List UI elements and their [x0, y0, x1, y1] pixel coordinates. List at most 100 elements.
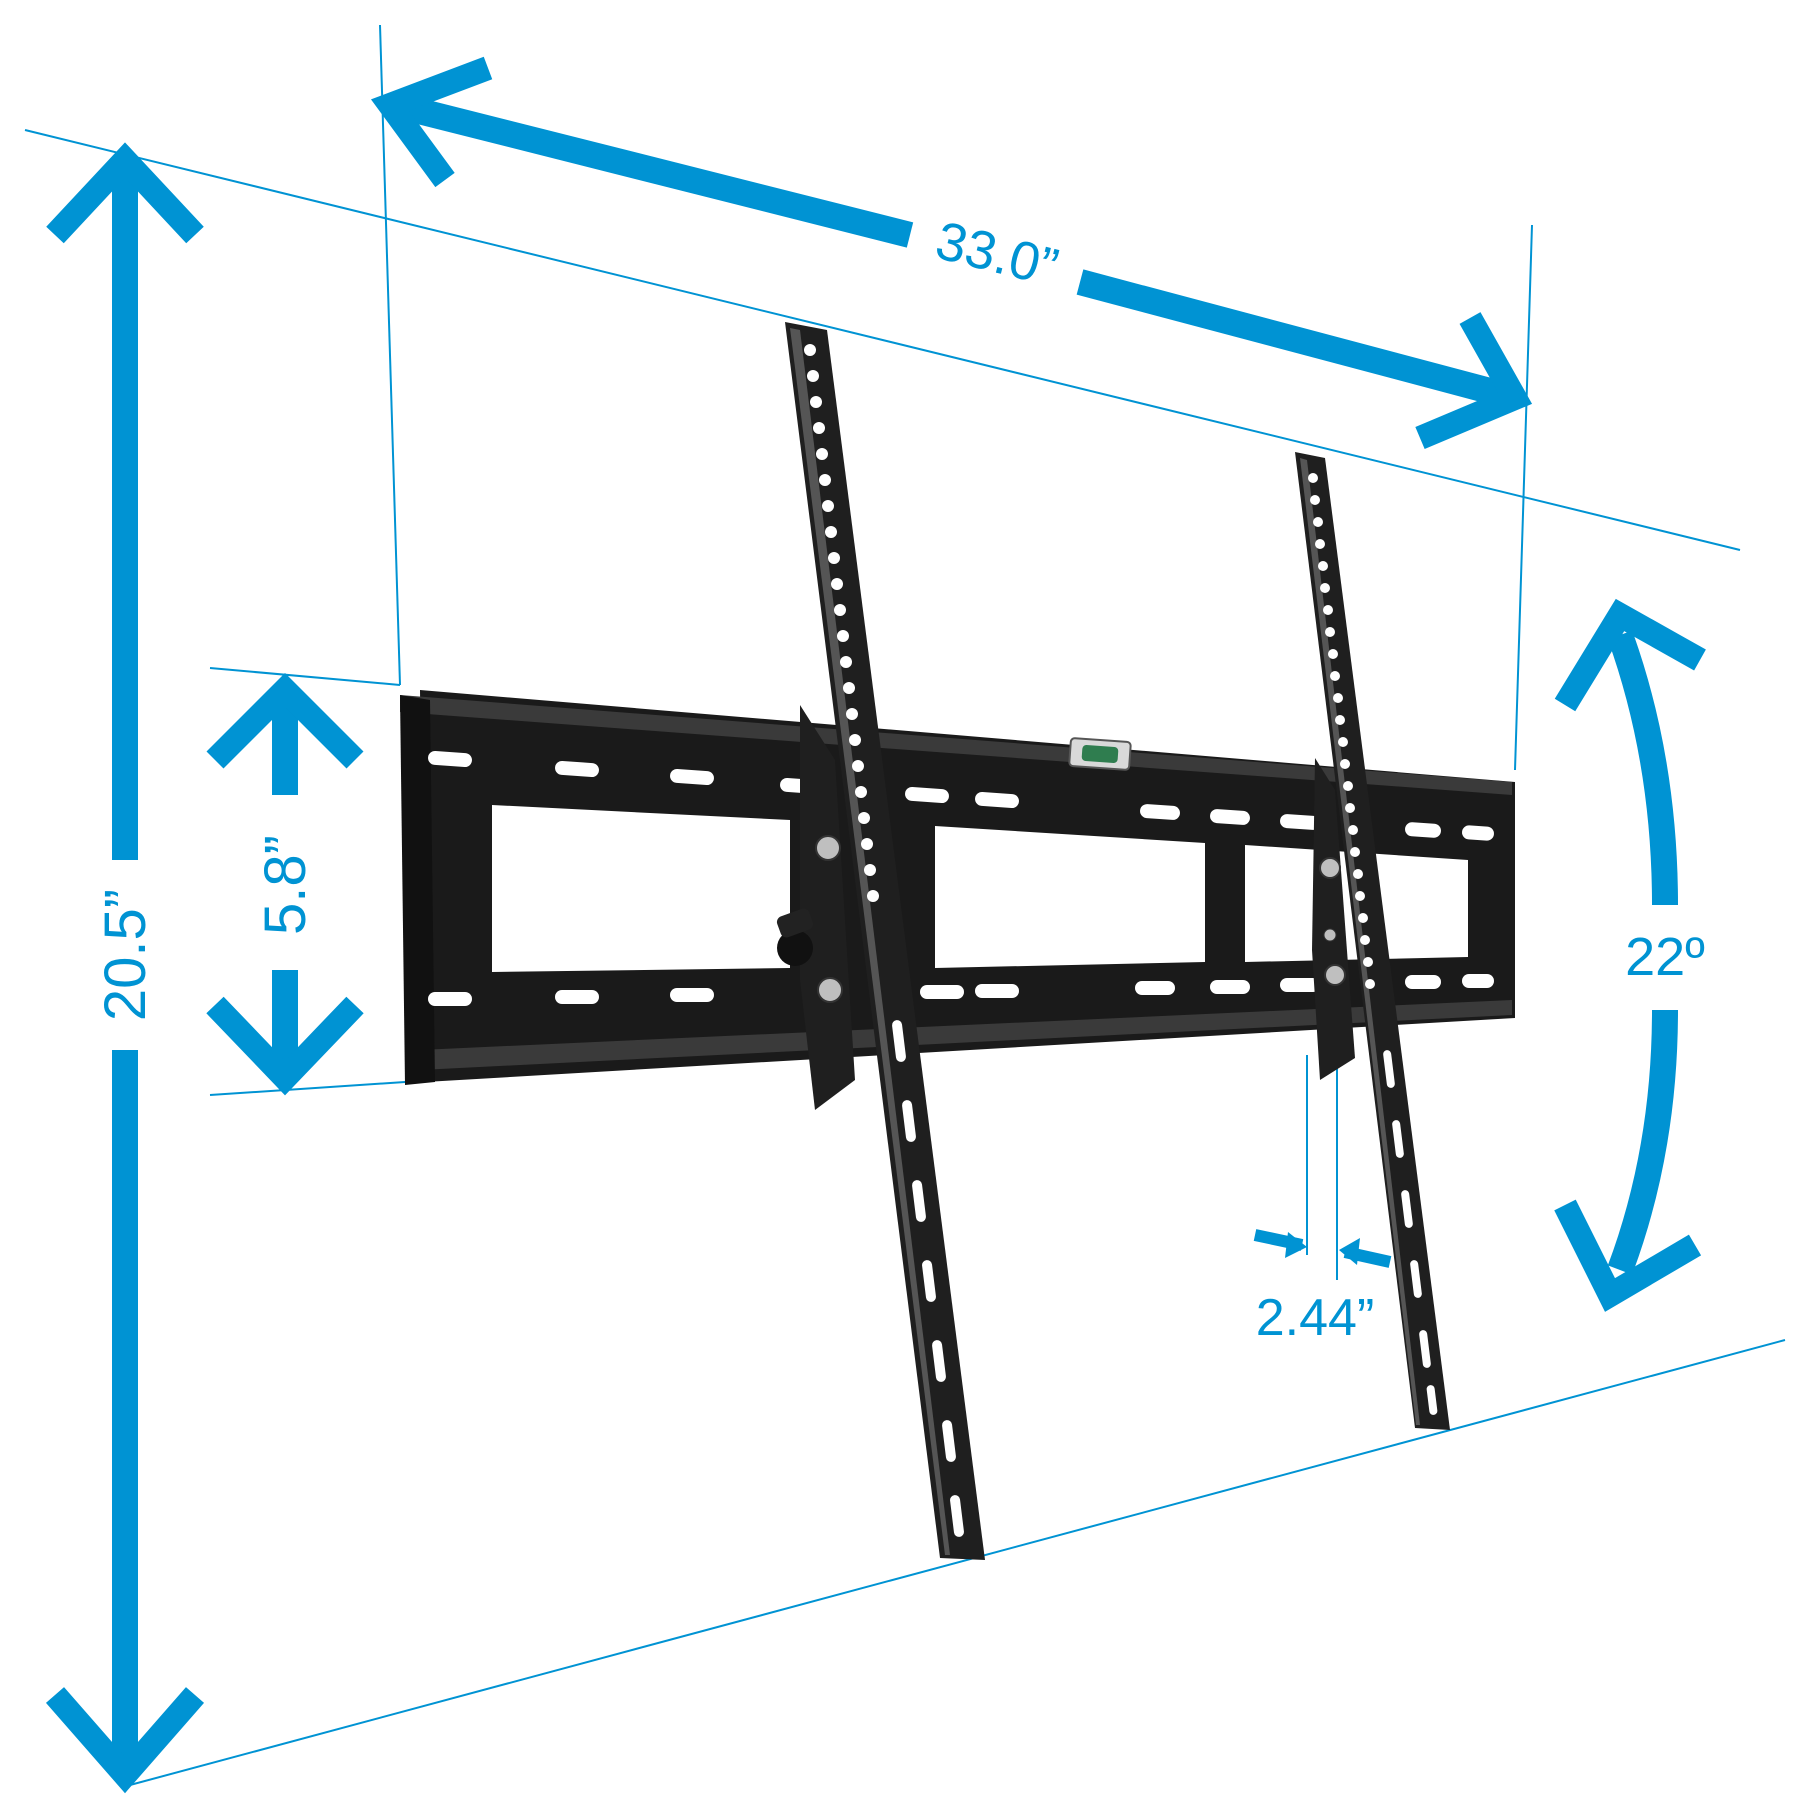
- width-arrow-left-shaft: [391, 92, 914, 248]
- plate-slot: [428, 750, 472, 768]
- arm-slot: [1401, 1190, 1413, 1228]
- arm-slot: [942, 1420, 956, 1462]
- arm-hole: [1313, 517, 1323, 527]
- plate-slots-top: [428, 750, 1494, 841]
- tilt-arrow-lower-head: [1554, 1199, 1702, 1312]
- bolt-icon: [1319, 857, 1341, 879]
- arm-hole: [1358, 913, 1368, 923]
- arm-hole: [1340, 759, 1350, 769]
- bolt-icon: [817, 977, 843, 1003]
- plate-window: [492, 805, 1468, 972]
- arm-hole: [1363, 957, 1373, 967]
- arm-hole: [1343, 781, 1353, 791]
- bolt-icon: [1324, 964, 1346, 986]
- arm-hole: [1348, 825, 1358, 835]
- plate-slot: [905, 786, 949, 804]
- plate-arrow-lower-head: [206, 996, 364, 1096]
- arm-hole: [1310, 495, 1320, 505]
- arm-hole: [804, 344, 816, 356]
- tilt-arrow: [1554, 598, 1706, 1312]
- top-reference-line: [24, 129, 1741, 551]
- plate-slot: [555, 760, 599, 778]
- left-arm-holes: [804, 344, 879, 902]
- plate-slot: [1462, 974, 1494, 988]
- wall-plate-bottom-lip: [420, 1000, 1512, 1070]
- wall-plate: [400, 690, 1515, 1085]
- arm-hole: [819, 474, 831, 486]
- plate-slot: [975, 791, 1019, 809]
- arm-slot: [932, 1340, 946, 1382]
- plate-slot: [920, 985, 964, 999]
- bolt-icon: [815, 835, 841, 861]
- arm-hole: [1353, 869, 1363, 879]
- arm-hole: [810, 396, 822, 408]
- arm-hole: [852, 760, 864, 772]
- right-tilt-arm: [1295, 452, 1450, 1430]
- arm-hole: [849, 734, 861, 746]
- arm-slot: [912, 1180, 926, 1222]
- arm-hole: [846, 708, 858, 720]
- height-arrow-upper-head: [46, 142, 204, 244]
- tilt-arrow-lower-arc: [1607, 1009, 1678, 1275]
- arm-hole: [855, 786, 867, 798]
- reference-lines: [24, 24, 1786, 1786]
- wall-plate-top-lip: [400, 695, 1512, 795]
- plate-bottom-guide-line: [209, 1081, 406, 1096]
- right-bracket-plate: [1312, 758, 1355, 1080]
- plate-slots-bottom: [428, 974, 1494, 1006]
- plate-slot: [1405, 822, 1441, 838]
- arm-hole: [807, 370, 819, 382]
- arm-hole: [1325, 627, 1335, 637]
- right-arm-slots: [1383, 1050, 1438, 1415]
- arm-hole: [813, 422, 825, 434]
- arm-hole: [1323, 605, 1333, 615]
- arm-hole: [1365, 979, 1375, 989]
- left-tilt-bracket: [776, 705, 855, 1110]
- plate-top-guide-line: [209, 667, 401, 686]
- arm-hole: [864, 864, 876, 876]
- plate-slot: [975, 984, 1019, 998]
- plate-slot: [1280, 978, 1320, 992]
- plate-slot: [1405, 975, 1441, 989]
- arm-hole: [1338, 737, 1348, 747]
- tilt-arrow-upper-head: [1554, 598, 1706, 712]
- arm-hole: [816, 448, 828, 460]
- plate-slot: [1462, 825, 1494, 841]
- plate-slot: [1210, 809, 1250, 825]
- plate-slot: [670, 768, 714, 786]
- bottom-reference-line: [129, 1339, 1786, 1786]
- arm-slot: [902, 1100, 916, 1142]
- tv-mount-illustration: [400, 322, 1515, 1560]
- arm-slot: [1392, 1120, 1404, 1158]
- plate-slot: [555, 990, 599, 1004]
- arm-hole: [1350, 847, 1360, 857]
- right-tilt-bracket: [1312, 758, 1355, 1080]
- arm-hole: [822, 500, 834, 512]
- arm-hole: [861, 838, 873, 850]
- arm-hole: [834, 604, 846, 616]
- plate-slot: [1210, 980, 1250, 994]
- arm-hole: [1345, 803, 1355, 813]
- bolt-icon: [1323, 928, 1337, 942]
- width-label: 33.0”: [930, 210, 1064, 298]
- arm-arrow-left-head: [1285, 1232, 1307, 1258]
- arm-hole: [1333, 693, 1343, 703]
- arm-hole: [837, 630, 849, 642]
- arm-slot: [950, 1495, 964, 1537]
- right-arm-holes: [1308, 473, 1375, 989]
- arm-hole: [858, 812, 870, 824]
- plate-slot: [1280, 814, 1320, 830]
- height-arrow-lower-head: [45, 1687, 205, 1794]
- width-arrow-right-head: [1415, 312, 1533, 450]
- arm-slot: [1410, 1260, 1422, 1298]
- arm-hole: [840, 656, 852, 668]
- tilt-arrow-upper-arc: [1607, 630, 1678, 906]
- arm-slot: [1426, 1385, 1438, 1415]
- plate-height-label: 5.8”: [253, 835, 318, 935]
- left-width-guide-line: [379, 24, 401, 686]
- arm-slot: [1419, 1330, 1431, 1368]
- left-arm-slots: [892, 1020, 964, 1537]
- arm-hole: [828, 552, 840, 564]
- arm-hole: [1318, 561, 1328, 571]
